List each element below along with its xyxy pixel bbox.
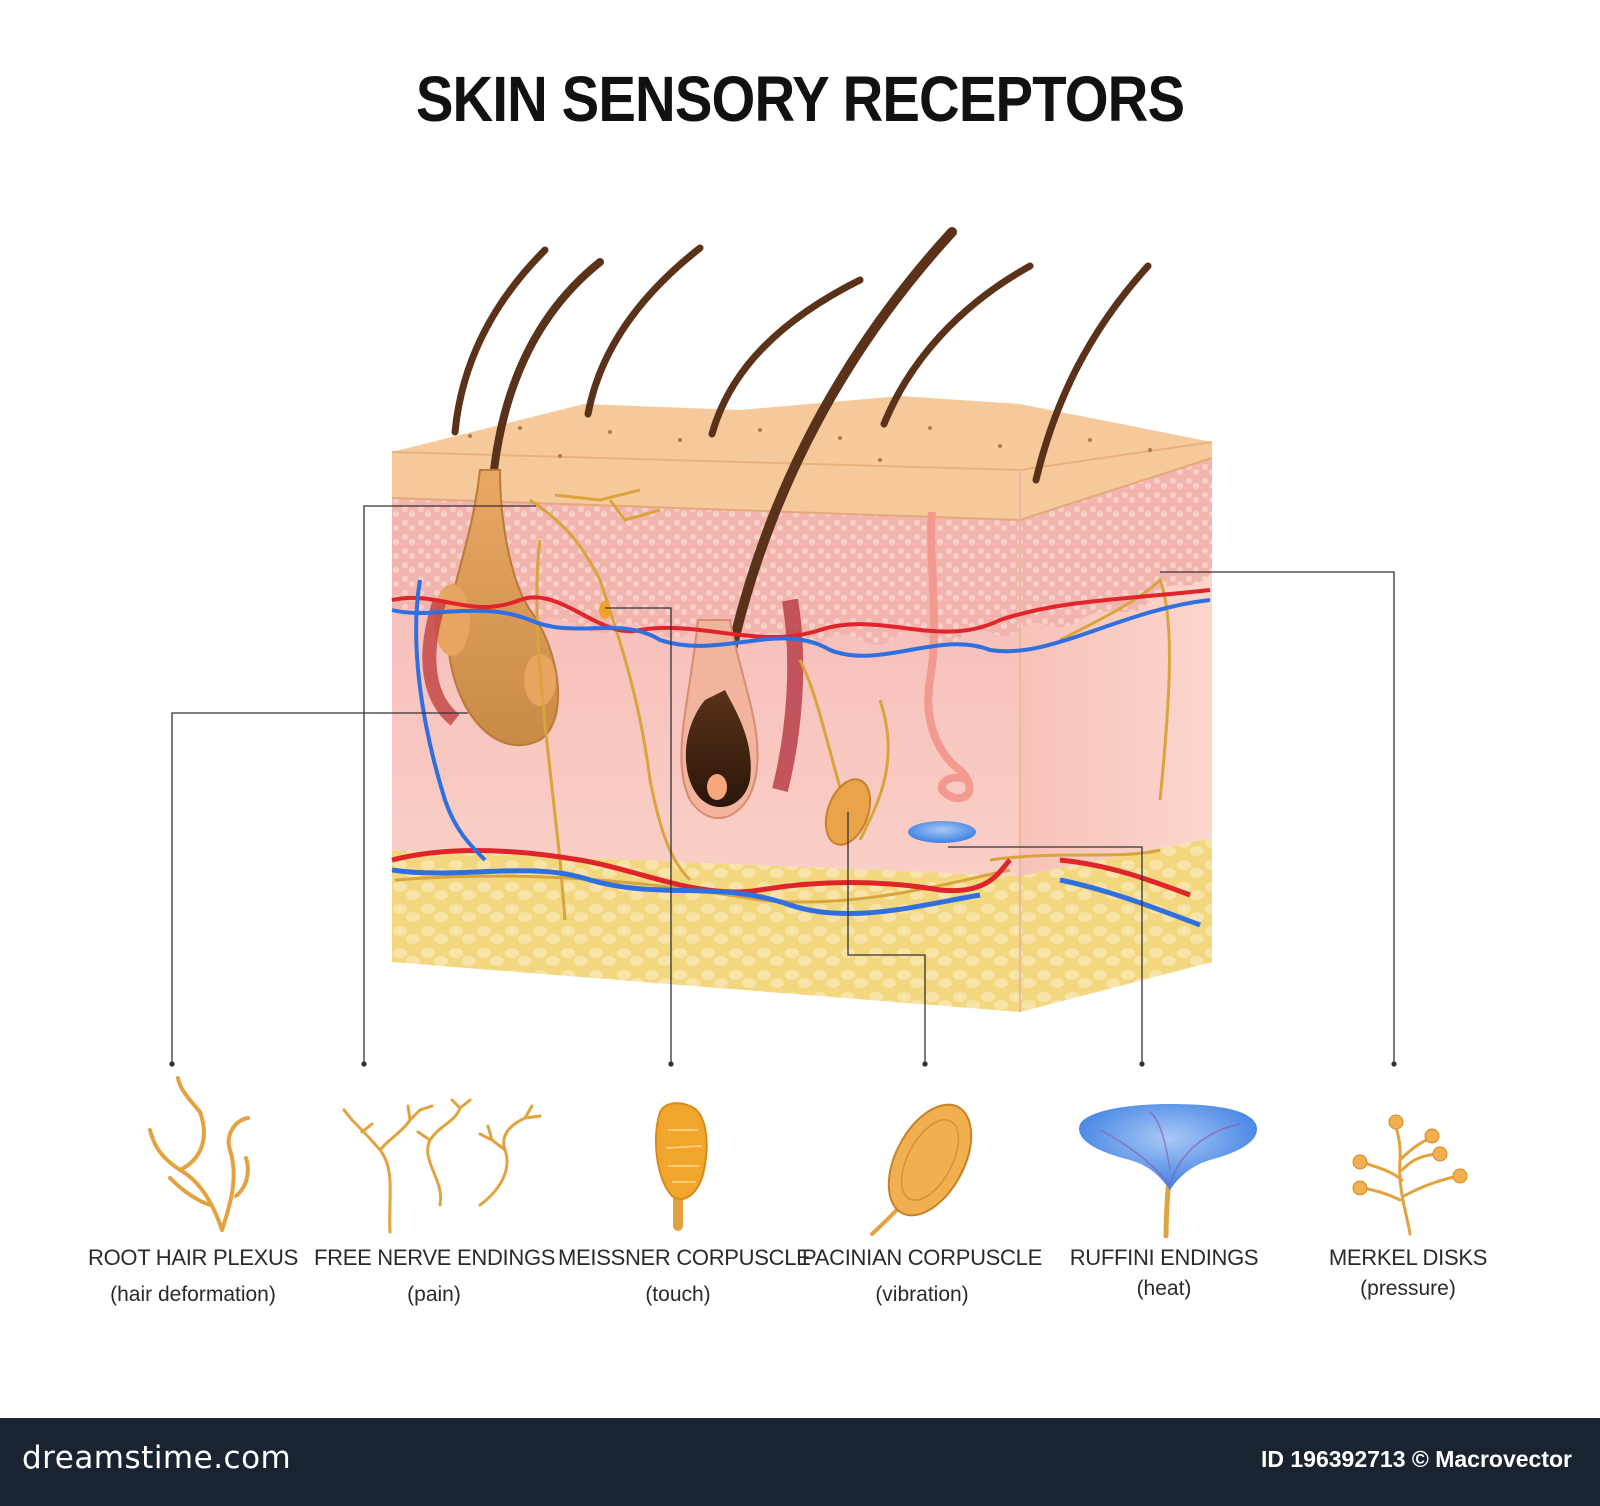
leader-lines <box>169 505 1397 1067</box>
artery-upper <box>391 588 1211 639</box>
receptor-ruffini-endings: RUFFINI ENDINGS (heat) <box>1044 1245 1284 1301</box>
image-credit: ID 196392713 © Macrovector <box>1260 1446 1572 1472</box>
root-hair-plexus-icon <box>148 1076 250 1232</box>
receptor-free-nerve-endings: FREE NERVE ENDINGS (pain) <box>314 1245 556 1307</box>
receptor-name: MERKEL DISKS <box>1328 1245 1488 1270</box>
receptor-name: MEISSNER CORPUSCLE <box>558 1245 811 1270</box>
merkel-disks-icon <box>1352 1114 1468 1236</box>
receptor-merkel-disks: MERKEL DISKS (pressure) <box>1288 1245 1528 1301</box>
sweat-gland <box>924 511 974 803</box>
vein-lower <box>391 867 981 917</box>
ruffini-endings-icon <box>1079 1104 1257 1239</box>
hair-follicle-right <box>680 598 804 820</box>
receptor-pacinian-corpuscle: PACINIAN CORPUSCLE (vibration) <box>802 1245 1042 1307</box>
vein-upper <box>391 598 1211 658</box>
receptor-function: (touch) <box>645 1283 711 1306</box>
embedded-ruffini <box>908 821 976 843</box>
receptor-function: (heat) <box>1136 1277 1192 1300</box>
receptor-name: ROOT HAIR PLEXUS <box>88 1245 298 1270</box>
receptor-function: (pain) <box>407 1283 461 1306</box>
receptor-meissner-corpuscle: MEISSNER CORPUSCLE (touch) <box>558 1245 811 1307</box>
blood-vessels <box>391 579 1211 928</box>
epidermis-layer <box>392 458 1212 646</box>
skin-cross-section-diagram <box>148 227 1468 1239</box>
page-title: SKIN SENSORY RECEPTORS <box>415 63 1185 135</box>
free-nerve-endings-icon <box>342 1098 542 1234</box>
receptor-name: RUFFINI ENDINGS <box>1069 1245 1259 1270</box>
artery-lower <box>391 848 1012 895</box>
receptor-function: (hair deformation) <box>110 1283 276 1306</box>
meissner-corpuscle-icon <box>655 1102 708 1231</box>
receptor-function: (vibration) <box>875 1283 969 1306</box>
embedded-meissner <box>599 601 611 619</box>
pacinian-corpuscle-icon <box>870 1103 973 1236</box>
receptor-name: PACINIAN CORPUSCLE <box>802 1245 1042 1270</box>
footer-bar: dreamstime.com ID 196392713 © Macrovecto… <box>0 1418 1600 1506</box>
receptor-name: FREE NERVE ENDINGS <box>314 1245 556 1270</box>
brand-watermark: dreamstime.com <box>22 1440 292 1476</box>
receptor-root-hair-plexus: ROOT HAIR PLEXUS (hair deformation) <box>73 1245 313 1307</box>
receptor-function: (pressure) <box>1360 1277 1456 1300</box>
